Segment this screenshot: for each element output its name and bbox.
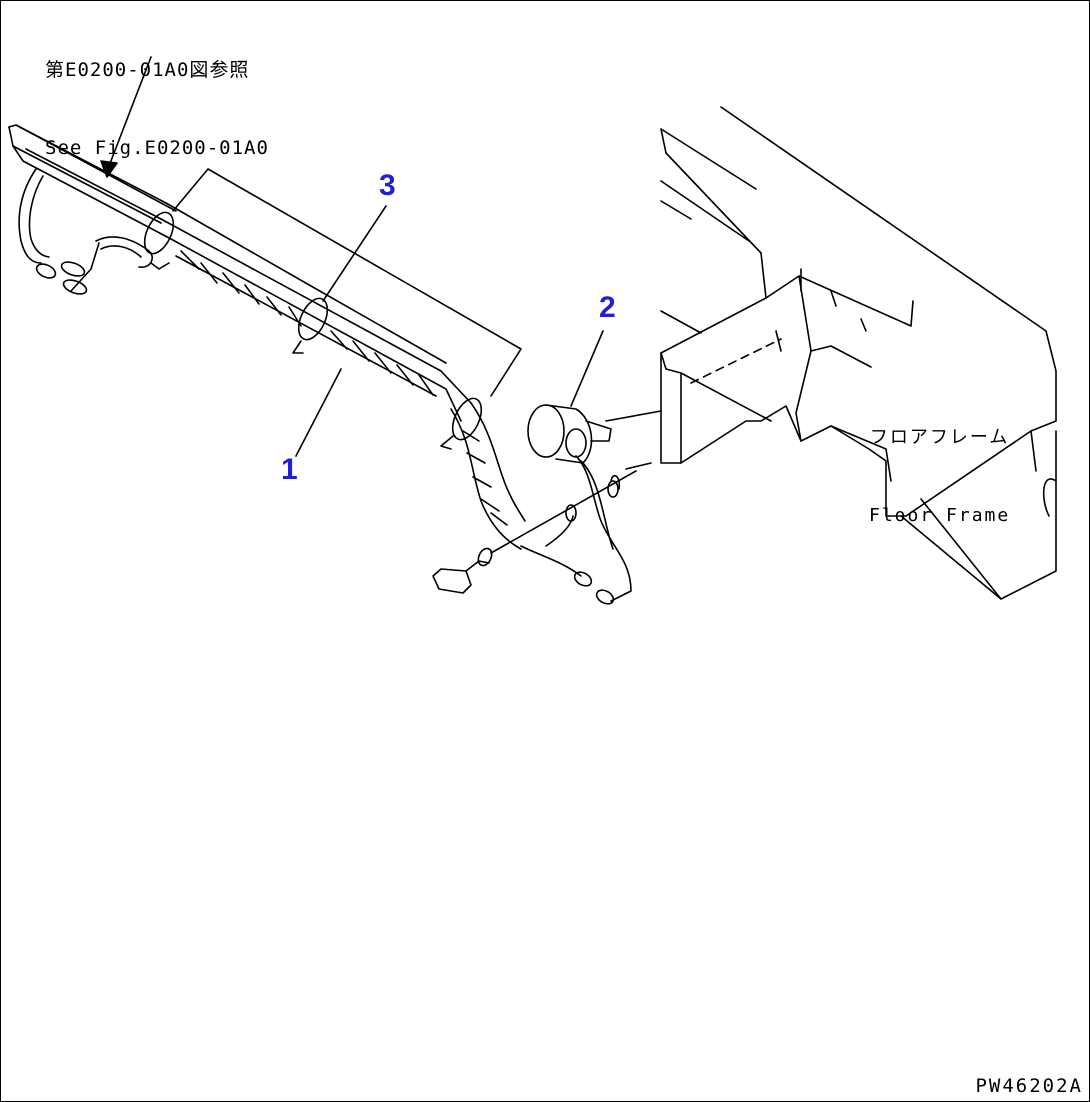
reference-leader-arrow	[100, 56, 152, 178]
floor-frame-label: フロアフレーム Floor Frame	[869, 373, 1010, 581]
callout-leaders	[295, 205, 604, 457]
clamp	[143, 211, 483, 450]
callout-1: 1	[281, 453, 298, 486]
drawing-number: PW46202A	[975, 1075, 1083, 1097]
sensor-unit	[520, 404, 662, 605]
guide-lines	[690, 338, 782, 384]
reference-note-en: See Fig.E0200-01A0	[45, 137, 269, 159]
reference-note: 第E0200-01A0図参照 See Fig.E0200-01A0	[45, 5, 269, 213]
wiring-harness	[8, 124, 526, 550]
reference-note-jp: 第E0200-01A0図参照	[45, 59, 250, 81]
callout-2: 2	[599, 291, 616, 324]
floor-frame-label-en: Floor Frame	[869, 505, 1011, 526]
callout-3: 3	[379, 169, 396, 202]
harness-bracket-outline	[172, 168, 522, 397]
floor-frame-label-jp: フロアフレーム	[869, 427, 1010, 448]
mounting-bolt	[432, 470, 637, 594]
floor-frame	[660, 106, 1057, 600]
